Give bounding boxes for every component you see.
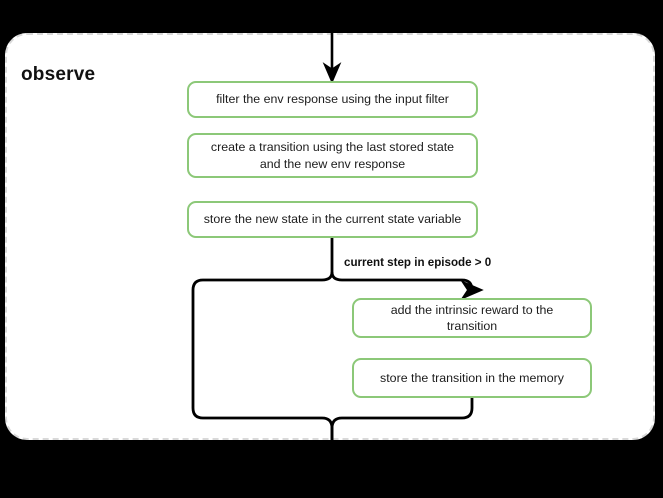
node-filter-env-response[interactable]: filter the env response using the input … bbox=[187, 81, 478, 118]
node-create-transition[interactable]: create a transition using the last store… bbox=[187, 133, 478, 178]
edge-label-condition: current step in episode > 0 bbox=[344, 256, 492, 269]
node-store-transition-memory[interactable]: store the transition in the memory bbox=[352, 358, 592, 398]
group-title-observe: observe bbox=[21, 64, 96, 85]
node-store-new-state[interactable]: store the new state in the current state… bbox=[187, 201, 478, 238]
node-add-intrinsic-reward[interactable]: add the intrinsic reward to the transiti… bbox=[352, 298, 592, 338]
